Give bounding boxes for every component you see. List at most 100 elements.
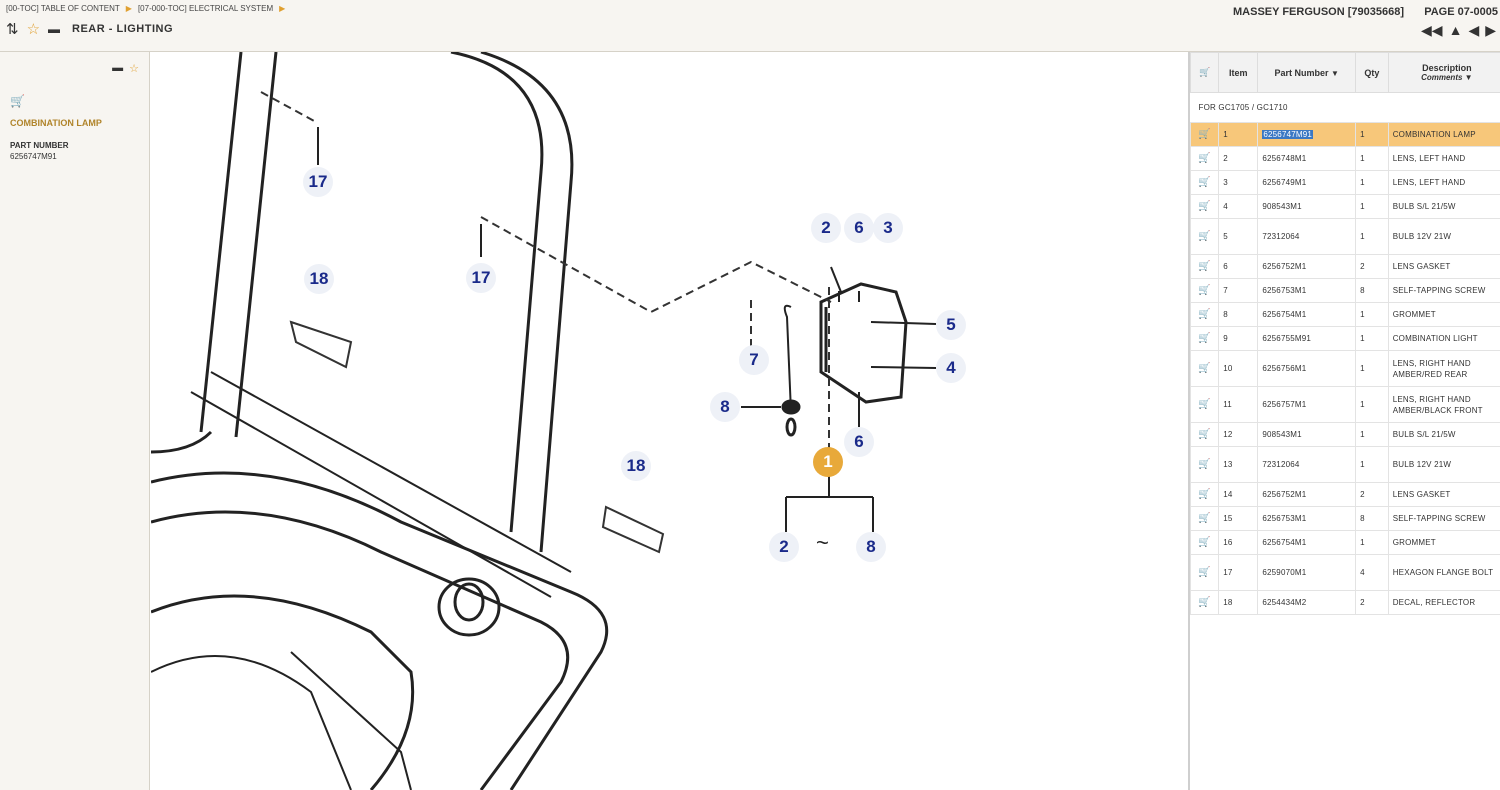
part-number-text[interactable]: 6256757M1 [1262, 400, 1307, 409]
col-qty[interactable]: Qty [1355, 52, 1389, 93]
callout-2[interactable]: 2 [769, 532, 799, 562]
add-to-cart-icon[interactable]: 🛒 [1190, 446, 1220, 483]
callout-8[interactable]: 8 [710, 392, 740, 422]
add-to-cart-icon[interactable]: 🛒 [1190, 170, 1220, 195]
part-number-text[interactable]: 6256749M1 [1262, 178, 1307, 187]
callout-8[interactable]: 8 [856, 532, 886, 562]
part-number-text[interactable]: 6256752M1 [1262, 490, 1307, 499]
add-to-cart-icon[interactable]: 🛒 [1190, 146, 1220, 171]
col-item[interactable]: Item [1218, 52, 1259, 93]
callout-1-selected[interactable]: 1 [813, 447, 843, 477]
part-number-cell[interactable]: 72312064 [1257, 446, 1357, 483]
callout-17[interactable]: 17 [466, 263, 496, 293]
part-number-text[interactable]: 72312064 [1262, 460, 1300, 469]
add-to-cart-icon[interactable]: 🛒 [1190, 590, 1220, 615]
prev-page-icon[interactable]: ◀ [1468, 22, 1480, 38]
callout-17[interactable]: 17 [303, 167, 333, 197]
part-number-cell[interactable]: 6256754M1 [1257, 530, 1357, 555]
part-number-cell[interactable]: 908543M1 [1257, 422, 1357, 447]
callout-18[interactable]: 18 [621, 451, 651, 481]
star-icon[interactable]: ☆ [26, 21, 41, 38]
part-number-text[interactable]: 6254434M2 [1262, 598, 1307, 607]
add-to-cart-icon[interactable]: 🛒 [1190, 350, 1220, 387]
part-number-text[interactable]: 6256753M1 [1262, 514, 1307, 523]
part-number-text[interactable]: 6256756M1 [1262, 364, 1307, 373]
part-number-cell[interactable]: 72312064 [1257, 218, 1357, 255]
filter-icon[interactable]: ▼ [1331, 68, 1339, 78]
add-to-cart-icon[interactable]: 🛒 [1190, 386, 1220, 423]
part-number-cell[interactable]: 6256747M91 [1257, 122, 1357, 147]
callout-6[interactable]: 6 [844, 427, 874, 457]
part-number-text[interactable]: 6256753M1 [1262, 286, 1307, 295]
part-number-cell[interactable]: 6256756M1 [1257, 350, 1357, 387]
sort-icon[interactable]: ⇅ [6, 21, 19, 38]
col-part-number[interactable]: Part Number ▼ [1257, 52, 1357, 93]
part-number-text[interactable]: 6256752M1 [1262, 262, 1307, 271]
part-number-text[interactable]: 908543M1 [1262, 202, 1302, 211]
callout-18[interactable]: 18 [304, 264, 334, 294]
add-to-cart-icon[interactable]: 🛒 [1190, 122, 1220, 147]
part-number-text[interactable]: 908543M1 [1262, 430, 1302, 439]
part-number-text[interactable]: 6256754M1 [1262, 310, 1307, 319]
callout-4[interactable]: 4 [936, 353, 966, 383]
cart-header-icon[interactable]: 🛒 [1190, 52, 1220, 93]
add-to-cart-icon[interactable]: 🛒 [1190, 530, 1220, 555]
part-number-text[interactable]: 6259070M1 [1262, 568, 1307, 577]
add-to-cart-icon[interactable]: 🛒 [1190, 326, 1220, 351]
add-to-cart-icon[interactable]: 🛒 [1190, 482, 1220, 507]
next-page-icon[interactable]: ▶ [1485, 22, 1496, 38]
comment-icon[interactable]: ▬ [48, 22, 61, 36]
part-number-cell[interactable]: 6254434M2 [1257, 590, 1357, 615]
add-to-cart-icon[interactable]: 🛒 [1190, 422, 1220, 447]
part-number-cell[interactable]: 6256752M1 [1257, 254, 1357, 279]
callout-6[interactable]: 6 [844, 213, 874, 243]
part-number-text[interactable]: 72312064 [1262, 232, 1300, 241]
callout-2[interactable]: 2 [811, 213, 841, 243]
part-number-cell[interactable]: 6256753M1 [1257, 506, 1357, 531]
breadcrumb-toc[interactable]: [00-TOC] TABLE OF CONTENT [6, 4, 120, 13]
breadcrumb-electrical[interactable]: [07-000-TOC] ELECTRICAL SYSTEM [137, 4, 274, 13]
callout-7[interactable]: 7 [739, 345, 769, 375]
part-number-cell[interactable]: 6259070M1 [1257, 554, 1357, 591]
filter-icon[interactable]: ▼ [1464, 73, 1473, 82]
add-to-cart-icon[interactable]: 🛒 [1190, 194, 1220, 219]
part-number-cell[interactable]: 6256753M1 [1257, 278, 1357, 303]
add-to-cart-icon[interactable]: 🛒 [1190, 302, 1220, 327]
part-number-cell[interactable]: 6256752M1 [1257, 482, 1357, 507]
cart-icon[interactable]: 🛒 [10, 94, 25, 108]
part-number-text[interactable]: 6256747M91 [1262, 130, 1314, 139]
part-number-cell[interactable]: 6256748M1 [1257, 146, 1357, 171]
up-page-icon[interactable]: ▲ [1448, 22, 1463, 38]
add-to-cart-icon[interactable]: 🛒 [1190, 278, 1220, 303]
part-number-text[interactable]: 6256754M1 [1262, 538, 1307, 547]
part-number-cell[interactable]: 6256749M1 [1257, 170, 1357, 195]
comment-icon[interactable]: ▬ [112, 62, 124, 74]
part-number-text[interactable]: 6256755M91 [1262, 334, 1312, 343]
part-number-cell[interactable]: 6256755M91 [1257, 326, 1357, 351]
first-page-icon[interactable]: ◀◀ [1421, 22, 1443, 38]
part-number-cell[interactable]: 6256757M1 [1257, 386, 1357, 423]
add-to-cart-icon[interactable]: 🛒 [1190, 218, 1220, 255]
add-to-cart-icon[interactable]: 🛒 [1190, 554, 1220, 591]
callout-3[interactable]: 3 [873, 213, 903, 243]
part-number-cell[interactable]: 6256754M1 [1257, 302, 1357, 327]
part-number-text[interactable]: 6256748M1 [1262, 154, 1307, 163]
